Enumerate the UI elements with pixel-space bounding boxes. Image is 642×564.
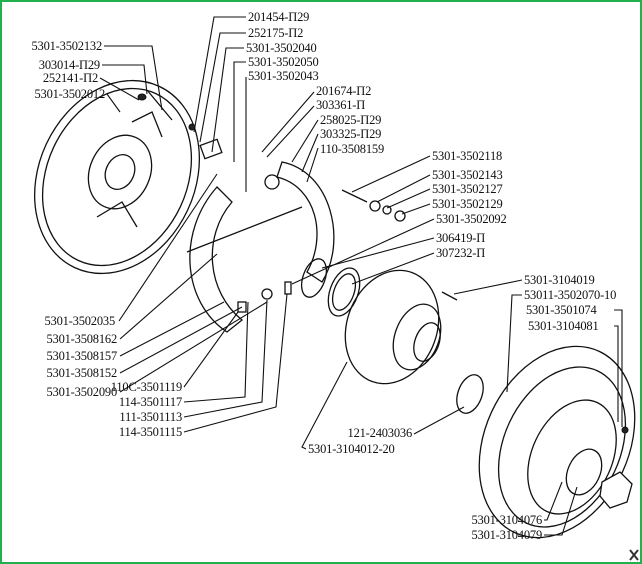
part-label: 5301-3502043 (248, 69, 319, 83)
part-label: 5301-3502132 (31, 39, 102, 53)
part-label: 53011-3502070-10 (524, 288, 616, 302)
part-label: 110-3508159 (320, 142, 384, 156)
leader-lines (99, 16, 623, 536)
part-label: 5301-3501074 (526, 303, 597, 317)
wrench-logo-icon (629, 549, 639, 561)
part-label: 5301-3502035 (44, 314, 115, 328)
part-label: 258025-П29 (320, 113, 381, 127)
part-label: 5301-3502040 (246, 41, 317, 55)
wheel-cylinder (137, 89, 223, 160)
part-label: 5301-3104019 (524, 273, 595, 287)
part-label: 201674-П2 (316, 84, 371, 98)
part-label: 201454-П29 (248, 10, 309, 24)
part-label: 110С-3501119 (111, 380, 182, 394)
part-label: 5301-3104076 (471, 513, 542, 527)
part-label: 114-3501115 (119, 425, 182, 439)
part-label: 5301-3104012-20 (308, 442, 395, 456)
part-label: 307232-П (436, 246, 485, 260)
part-label: 5301-3508157 (46, 349, 117, 363)
part-label: 5301-3502012 (34, 87, 105, 101)
part-label: 303325-П29 (320, 127, 381, 141)
part-label: 5301-3502127 (432, 182, 503, 196)
part-label: 303014-П29 (39, 58, 100, 72)
brake-drum (478, 345, 636, 539)
part-label: 121-2403036 (348, 426, 412, 440)
part-label: 5301-3104081 (528, 319, 599, 333)
part-label: 252141-П2 (43, 71, 98, 85)
backing-plate (33, 79, 201, 275)
hub (344, 269, 442, 385)
part-label: 5301-3502129 (432, 197, 503, 211)
part-label: 303361-П (316, 98, 365, 112)
bearing-and-seal (300, 258, 484, 414)
part-label: 114-3501117 (119, 395, 182, 409)
part-label: 5301-3502050 (248, 55, 319, 69)
part-label: 5301-3508152 (46, 366, 117, 380)
part-label: 252175-П2 (248, 26, 303, 40)
part-label: 5301-3508162 (46, 332, 117, 346)
part-label: 111-3501113 (119, 410, 182, 424)
part-label: 5301-3502143 (432, 168, 503, 182)
part-label: 5301-3502090 (46, 385, 117, 399)
bolts-washers (237, 189, 458, 313)
part-label: 5301-3502092 (436, 212, 507, 226)
part-label: 306419-П (436, 231, 485, 245)
part-label: 5301-3502118 (432, 149, 502, 163)
part-label: 5301-3104079 (471, 528, 542, 542)
brake-shoes (186, 161, 335, 333)
